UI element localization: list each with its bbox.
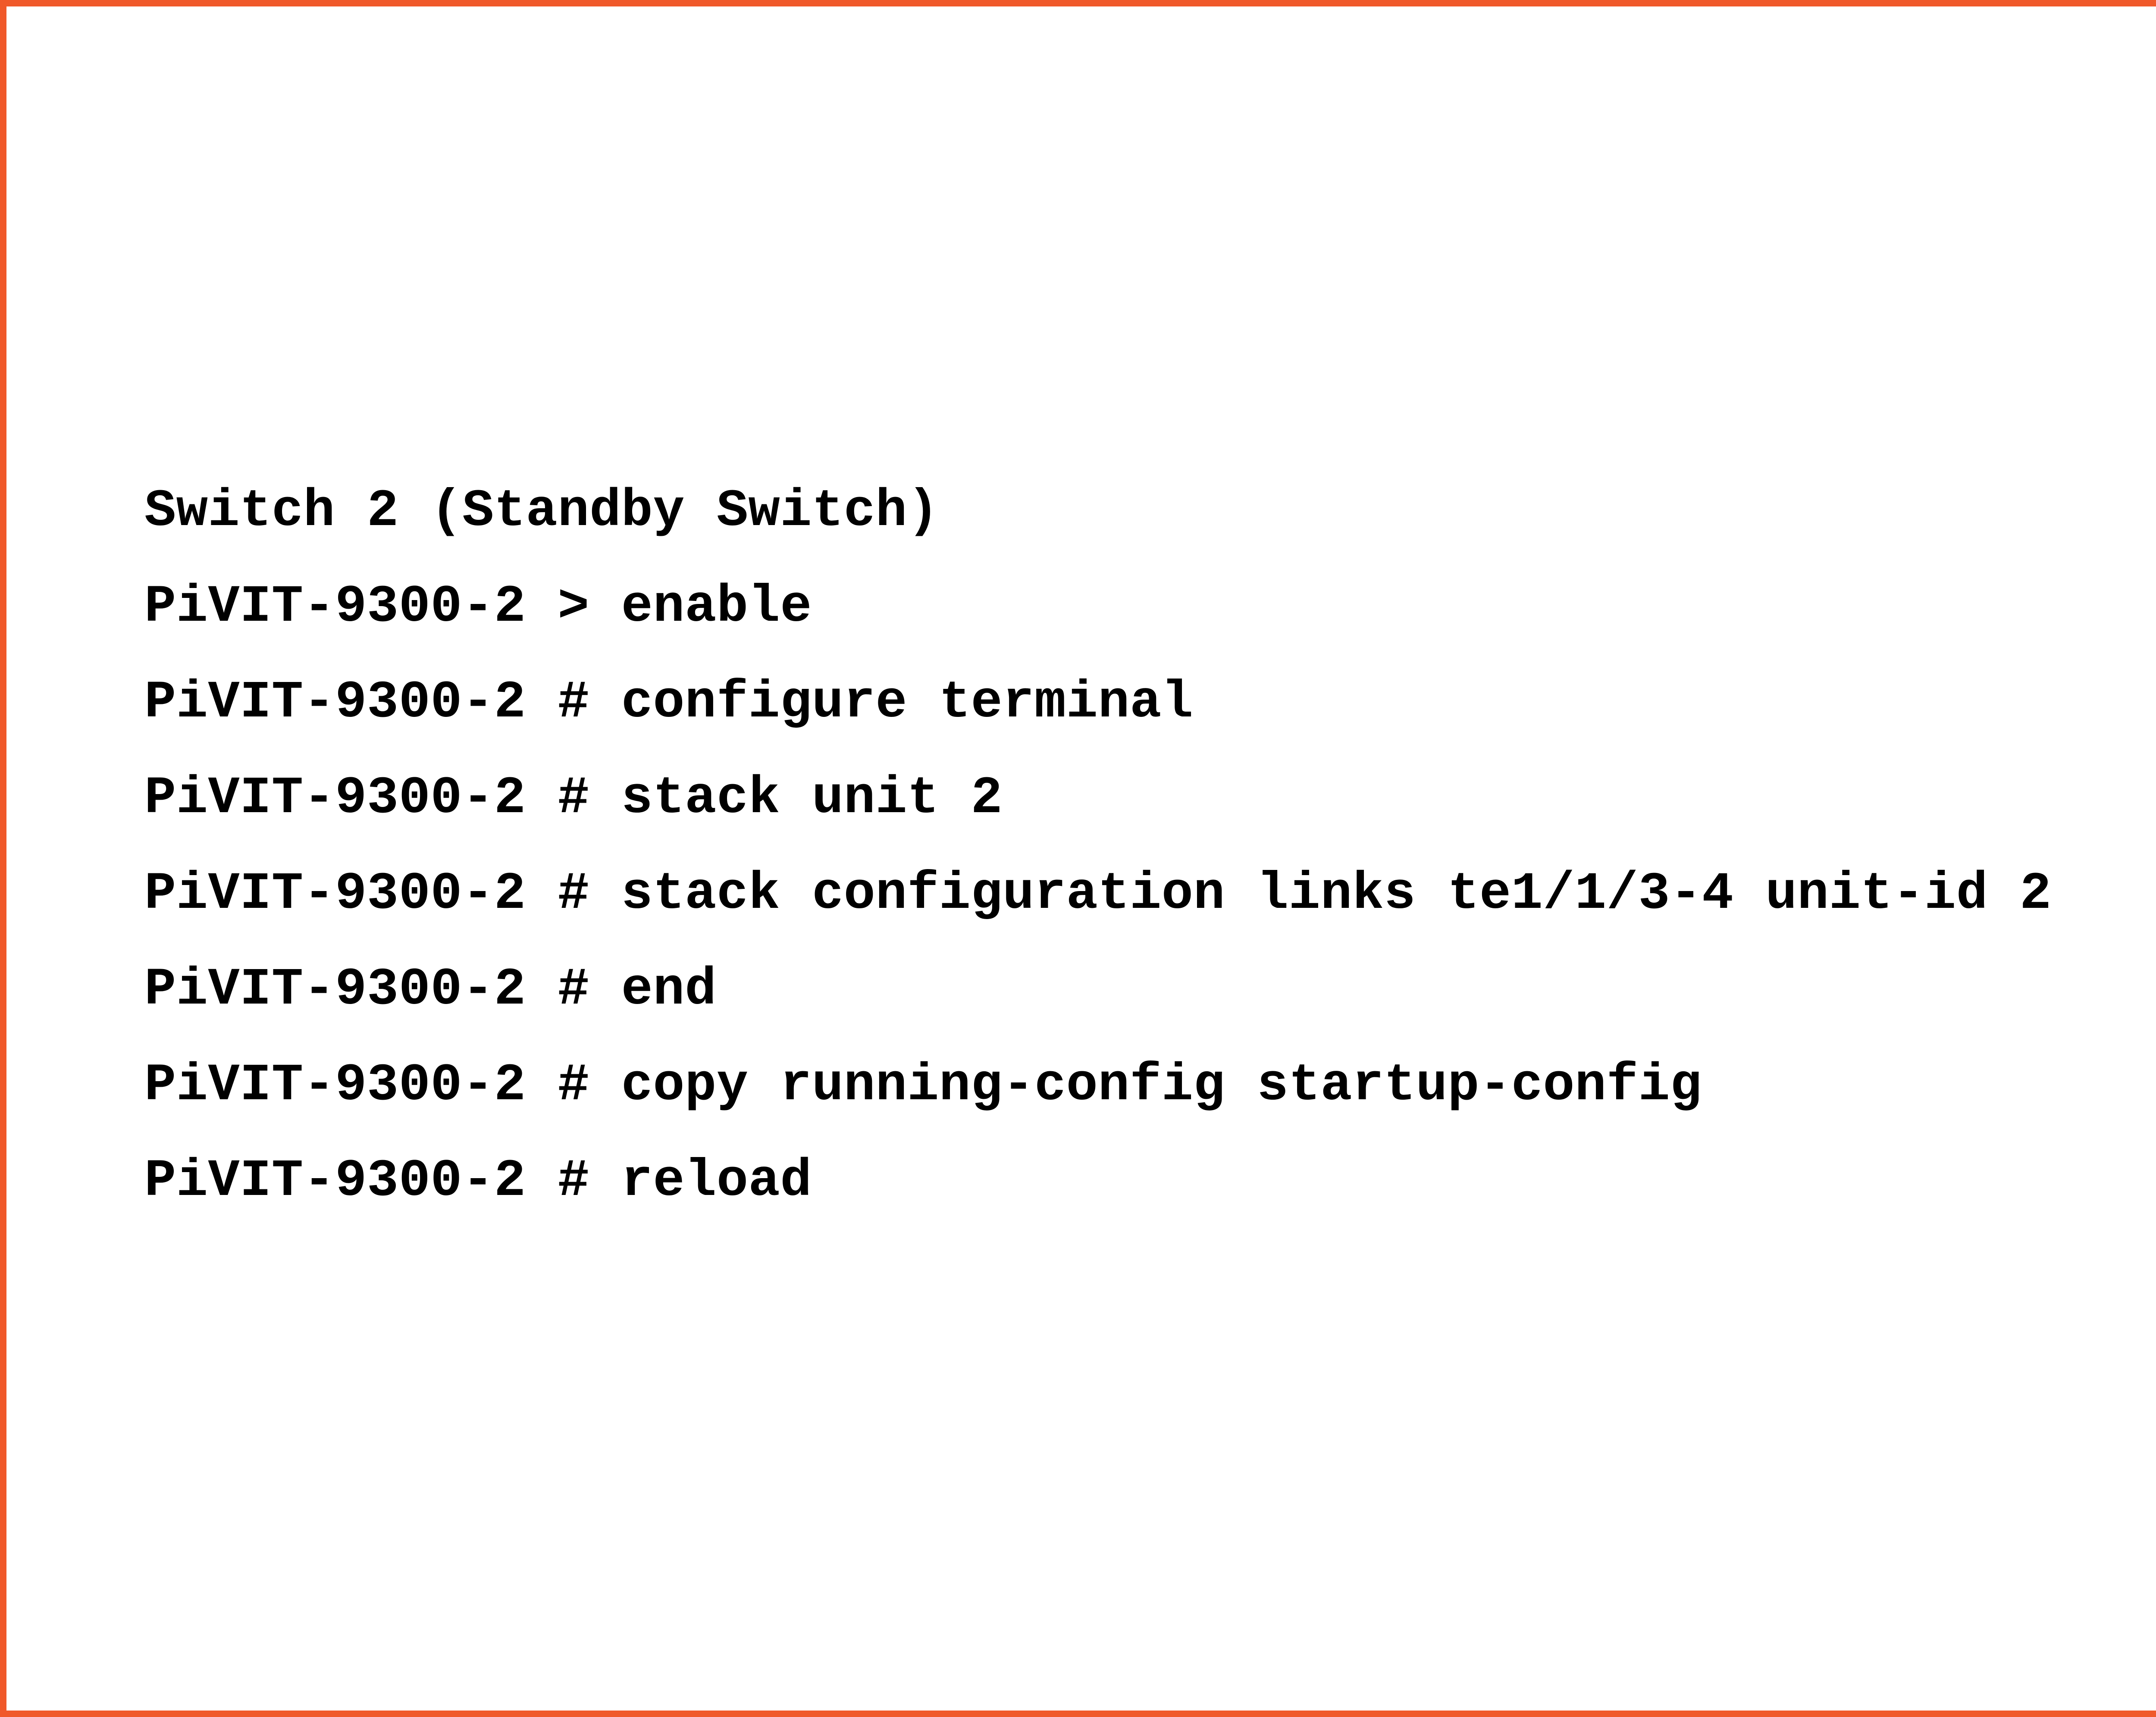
cli-command-reload: PiVIT-9300-2 # reload	[144, 1151, 812, 1211]
cli-command-stack-configuration-links: PiVIT-9300-2 # stack configuration links…	[144, 864, 2052, 924]
cli-command-end: PiVIT-9300-2 # end	[144, 960, 717, 1020]
cli-transcript: Switch 2 (Standby Switch) PiVIT-9300-2 >…	[144, 463, 2156, 1229]
cli-command-configure-terminal: PiVIT-9300-2 # configure terminal	[144, 672, 1194, 732]
cli-command-enable: PiVIT-9300-2 > enable	[144, 577, 812, 637]
cli-command-copy-running-config: PiVIT-9300-2 # copy running-config start…	[144, 1055, 1702, 1115]
cli-heading: Switch 2 (Standby Switch)	[144, 481, 939, 541]
cli-command-stack-unit: PiVIT-9300-2 # stack unit 2	[144, 768, 1003, 828]
